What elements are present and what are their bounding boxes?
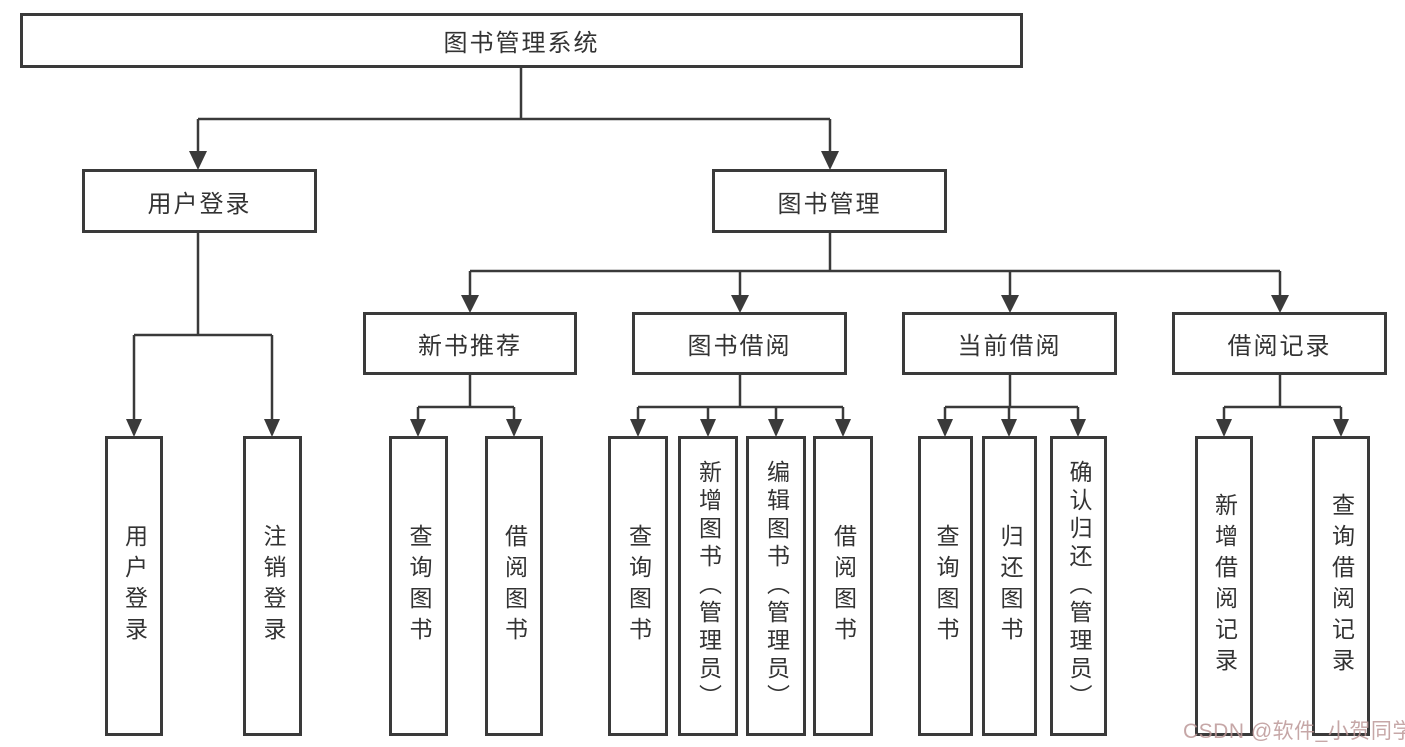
leaf-bb-query-books-label: 查询图书 bbox=[625, 524, 652, 648]
node-root: 图书管理系统 bbox=[20, 13, 1023, 68]
node-user-login: 用户登录 bbox=[82, 169, 317, 233]
arrow-down-icon bbox=[835, 419, 851, 437]
leaf-nb-borrow-books: 借阅图书 bbox=[485, 436, 543, 736]
arrow-down-icon bbox=[1001, 295, 1019, 313]
arrow-down-icon bbox=[264, 419, 280, 437]
leaf-bb-borrow-books-label: 借阅图书 bbox=[830, 524, 857, 648]
arrow-down-icon bbox=[410, 419, 426, 437]
leaf-cb-return-books: 归还图书 bbox=[982, 436, 1037, 736]
leaf-bb-add-books: 新增图书（管理员） bbox=[678, 436, 738, 736]
leaf-bb-query-books: 查询图书 bbox=[608, 436, 668, 736]
arrow-down-icon bbox=[506, 419, 522, 437]
leaf-user-login: 用户登录 bbox=[105, 436, 163, 736]
arrow-down-icon bbox=[189, 151, 207, 170]
node-book-borrow: 图书借阅 bbox=[632, 312, 847, 375]
leaf-bb-add-books-label: 新增图书（管理员） bbox=[695, 460, 722, 712]
arrow-down-icon bbox=[937, 419, 953, 437]
node-new-book-recommend-label: 新书推荐 bbox=[418, 333, 522, 360]
leaf-bb-edit-books: 编辑图书（管理员） bbox=[746, 436, 806, 736]
leaf-cb-confirm-return-label: 确认归还（管理员） bbox=[1066, 460, 1092, 712]
arrow-down-icon bbox=[1070, 419, 1086, 437]
node-book-management-label: 图书管理 bbox=[777, 190, 882, 218]
leaf-nb-query-books-label: 查询图书 bbox=[406, 524, 432, 648]
arrow-down-icon bbox=[461, 295, 479, 313]
leaf-nb-query-books: 查询图书 bbox=[389, 436, 448, 736]
leaf-bb-borrow-books: 借阅图书 bbox=[813, 436, 873, 736]
arrow-down-icon bbox=[768, 419, 784, 437]
leaf-br-query-record-label: 查询借阅记录 bbox=[1328, 493, 1355, 679]
leaf-nb-borrow-books-label: 借阅图书 bbox=[501, 524, 528, 648]
arrow-down-icon bbox=[700, 419, 716, 437]
node-book-borrow-label: 图书借阅 bbox=[687, 333, 792, 360]
leaf-cb-query-books-label: 查询图书 bbox=[933, 524, 959, 648]
leaf-cb-return-books-label: 归还图书 bbox=[997, 524, 1023, 648]
leaf-cb-query-books: 查询图书 bbox=[918, 436, 973, 736]
arrow-down-icon bbox=[1333, 419, 1349, 437]
csdn-watermark: CSDN @软件_小贺同学 bbox=[1183, 720, 1405, 743]
leaf-br-add-record: 新增借阅记录 bbox=[1195, 436, 1253, 736]
node-borrow-record-label: 借阅记录 bbox=[1227, 333, 1332, 360]
node-current-borrow: 当前借阅 bbox=[902, 312, 1117, 375]
leaf-cb-confirm-return: 确认归还（管理员） bbox=[1050, 436, 1107, 736]
arrow-down-icon bbox=[126, 419, 142, 437]
node-borrow-record: 借阅记录 bbox=[1172, 312, 1387, 375]
node-current-borrow-label: 当前借阅 bbox=[957, 333, 1062, 360]
node-root-label: 图书管理系统 bbox=[443, 30, 600, 57]
arrow-down-icon bbox=[731, 295, 749, 313]
leaf-user-login-label: 用户登录 bbox=[121, 524, 148, 648]
leaf-bb-edit-books-label: 编辑图书（管理员） bbox=[763, 460, 790, 712]
leaf-br-add-record-label: 新增借阅记录 bbox=[1211, 493, 1238, 679]
arrow-down-icon bbox=[821, 151, 839, 170]
arrow-down-icon bbox=[1001, 419, 1017, 437]
arrow-down-icon bbox=[1271, 295, 1289, 313]
arrow-down-icon bbox=[630, 419, 646, 437]
node-new-book-recommend: 新书推荐 bbox=[363, 312, 577, 375]
leaf-br-query-record: 查询借阅记录 bbox=[1312, 436, 1370, 736]
arrow-down-icon bbox=[1216, 419, 1232, 437]
leaf-logout-label: 注销登录 bbox=[260, 524, 286, 648]
leaf-logout: 注销登录 bbox=[243, 436, 302, 736]
node-book-management: 图书管理 bbox=[712, 169, 947, 233]
node-user-login-label: 用户登录 bbox=[147, 190, 252, 218]
